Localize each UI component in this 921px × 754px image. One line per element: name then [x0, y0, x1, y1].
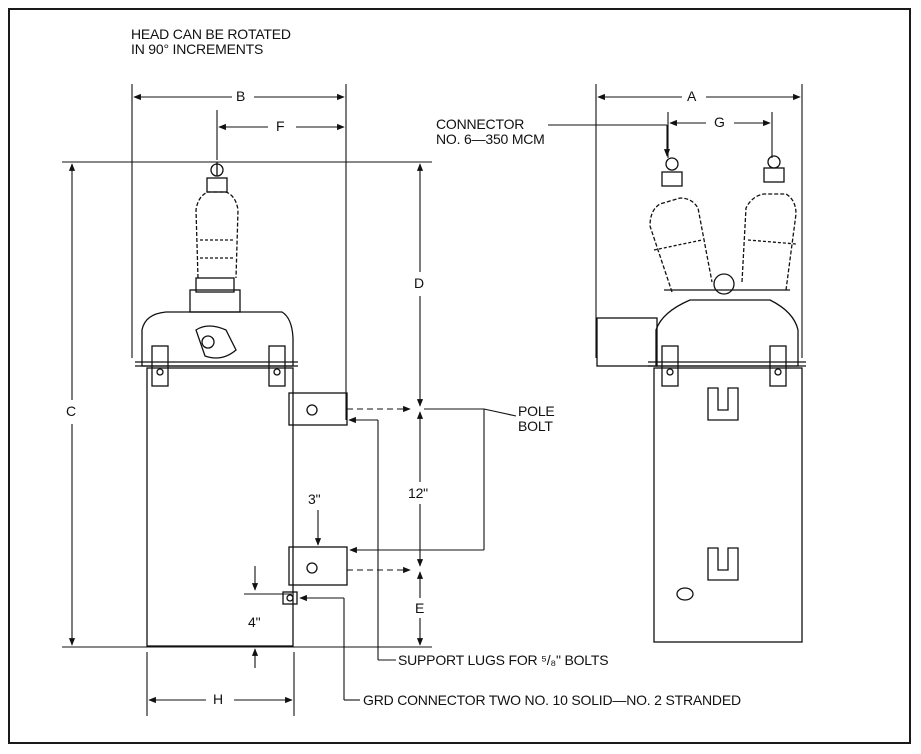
- right-transformer-view: [596, 155, 806, 643]
- dimension-lines: [62, 84, 803, 716]
- connector-callout-line-2: NO. 6—350 MCM: [436, 130, 545, 147]
- drawing-frame: [8, 8, 911, 744]
- connector-callout: CONNECTOR NO. 6—350 MCM: [436, 117, 545, 146]
- support-lugs-callout: SUPPORT LUGS FOR ⁵/₈" BOLTS: [398, 652, 609, 668]
- dim-label-4-inch: 4": [248, 614, 261, 630]
- lower-support-lug: [288, 546, 348, 586]
- grd-connector-callout: GRD CONNECTOR TWO NO. 10 SOLID—NO. 2 STR…: [363, 692, 741, 708]
- dim-label-h: H: [213, 691, 223, 707]
- pole-bolt-line-2: BOLT: [518, 417, 553, 434]
- right-bushing-2: [741, 193, 797, 291]
- left-head: [141, 311, 294, 367]
- left-tank: [146, 367, 294, 647]
- left-bushing: [195, 191, 239, 279]
- right-bushing-1: [649, 197, 713, 293]
- pole-bolt-callout: POLE BOLT: [518, 404, 555, 433]
- rotation-note-line-2: IN 90° INCREMENTS: [131, 40, 264, 57]
- dim-label-b: B: [236, 88, 246, 104]
- dim-label-g: G: [714, 114, 725, 130]
- rotation-note: HEAD CAN BE ROTATED IN 90° INCREMENTS: [131, 27, 291, 56]
- upper-support-lug: [288, 392, 348, 426]
- dim-label-e: E: [415, 600, 425, 616]
- connector-callout-line-1: CONNECTOR: [436, 116, 525, 132]
- right-tank: [653, 367, 803, 643]
- left-transformer-view: [135, 162, 348, 647]
- ground-connector: [282, 591, 298, 605]
- dim-label-a: A: [687, 88, 697, 104]
- dim-label-3-inch: 3": [308, 491, 321, 507]
- dim-label-d: D: [414, 275, 424, 291]
- dim-label-12-inch: 12": [408, 485, 428, 501]
- dim-label-c: C: [66, 403, 76, 419]
- rotation-note-line-1: HEAD CAN BE ROTATED: [131, 26, 291, 42]
- dim-label-f: F: [276, 118, 285, 134]
- pole-bolt-line-1: POLE: [518, 403, 555, 419]
